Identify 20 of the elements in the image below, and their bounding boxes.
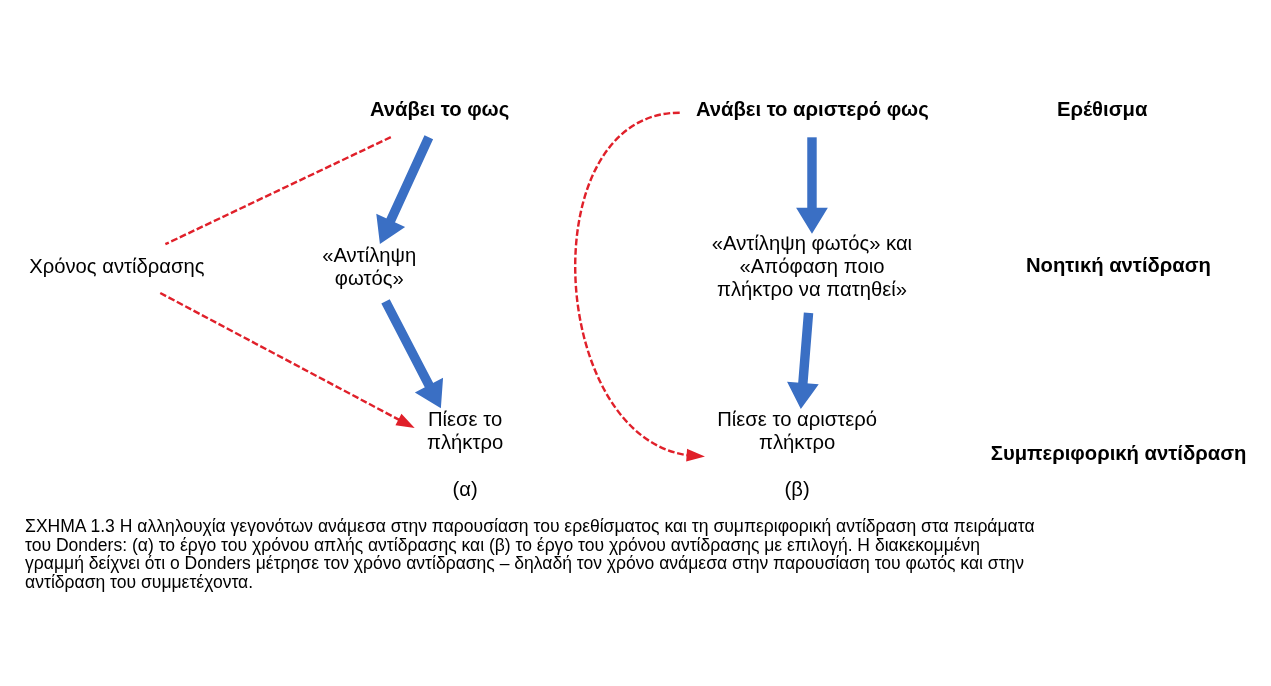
connector [164,135,392,245]
arrow [159,291,415,428]
arrow [574,111,705,462]
node-text: Χρόνος αντίδρασης [29,254,205,277]
node-text: Ανάβει το φως [369,97,510,120]
node-text: «Αντίληψη φωτός» [322,243,417,289]
node-text: Ανάβει το αριστερό φως [695,97,929,120]
arrow [796,136,828,234]
node-text: Πίεσε το πλήκτρο [426,407,504,453]
arrow [787,311,819,409]
label: Ερέθισμα [1056,97,1148,120]
label: Συμπεριφορική αντίδραση [990,441,1247,464]
node-label: (β) [784,477,810,500]
caption: ΣΧΗΜΑ 1.3 Η αλληλουχία γεγονότων ανάμεσα στην παρουσίαση του ερεθίσματος και τη συμπεριφορική αντίδραση στα πειράματα του Donders: (α) το έργο του χρόνου απλής αντίδρασης και (β) το έργο του χρόνου αντίδρασης με επιλογή. Η διακεκομμένη γραμμή δείχνει ότι ο Donders μέτρησε τον χρόνο αντίδρασης – δηλαδή τον χρόνο ανάμεσα στην παρουσίαση του φωτός και στην αντίδραση του συμμετέχοντα. [25,515,1035,592]
node-text: Πίεσε το αριστερό πλήκτρο [717,407,878,453]
node-text: «Αντίληψη φωτός» και «Απόφαση ποιο πλήκτρο να πατηθεί» [711,231,913,300]
label: Νοητική αντίδραση [1025,253,1211,276]
node-label: (α) [452,477,478,500]
arrow [381,298,444,408]
arrow [376,134,434,244]
